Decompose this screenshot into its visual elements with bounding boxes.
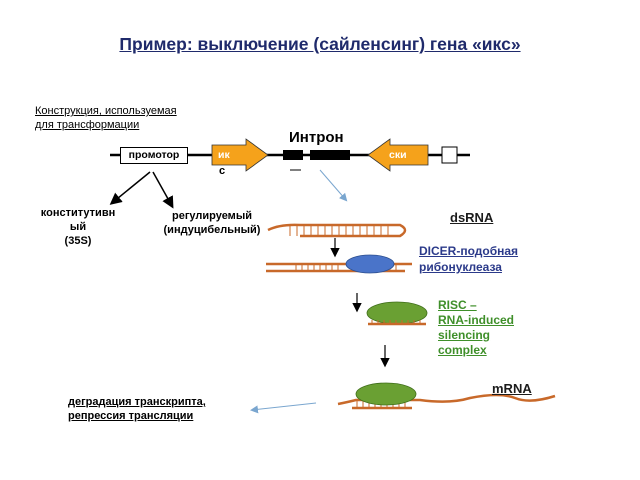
degradation-label: деградация транскрипта, репрессия трансл…: [68, 395, 206, 423]
mrna-label: mRNA: [492, 381, 532, 396]
construct-label: Конструкция, используемая для трансформа…: [35, 104, 177, 132]
gene-left-label-tail: с: [219, 165, 226, 177]
gene-left-label: ик: [218, 149, 230, 161]
pointer-to-degradation: [250, 402, 317, 414]
dsrna-molecule: [267, 223, 407, 238]
intron-label: Интрон: [289, 129, 344, 146]
risc-line1: RISC –: [438, 298, 477, 312]
gene-arrow-right: [211, 138, 269, 172]
dicer-line1: DICER-подобная: [419, 244, 519, 258]
regulated-promoter-label: регулируемый (индуцибельный): [153, 209, 271, 237]
constitutive-line3: (35S): [64, 235, 92, 247]
risc-line4: complex: [438, 343, 487, 357]
risc-line3: silencing: [438, 328, 491, 342]
regulated-line2: (индуцибельный): [163, 224, 261, 236]
promoter-box: промотор: [120, 147, 188, 164]
page-title: Пример: выключение (сайленсинг) гена «ик…: [119, 34, 521, 54]
gene-right-label: ски: [389, 149, 407, 161]
dsrna-label: dsRNA: [450, 210, 494, 225]
constitutive-line2: ый: [69, 221, 87, 233]
risc-on-mrna: [355, 382, 417, 406]
risc-line2: RNA-induced: [438, 313, 514, 327]
risc-label: RISC – RNA-induced silencing complex: [438, 298, 514, 358]
risc-complex: [366, 301, 428, 326]
construct-label-line1: Конструкция, используемая: [35, 105, 177, 117]
constitutive-line1: конститутивн: [40, 207, 116, 219]
regulated-line1: регулируемый: [172, 210, 252, 222]
gene-arrow-left: [367, 138, 429, 172]
intron-block-1: [283, 150, 303, 160]
branch-arrow-constitutive: [109, 171, 151, 205]
dicer-step-molecule: [266, 254, 412, 274]
branch-arrow-regulated: [152, 171, 174, 209]
constitutive-promoter-label: конститутивн ый (35S): [33, 206, 123, 248]
dicer-enzyme: [345, 254, 395, 274]
intron-block-2: [310, 150, 350, 160]
pointer-intron-to-dsrna: [319, 169, 348, 202]
degradation-line1: деградация транскрипта,: [68, 396, 206, 408]
degradation-line2: репрессия трансляции: [68, 410, 194, 422]
dicer-line2: рибонуклеаза: [419, 260, 502, 274]
terminator-box: [441, 146, 458, 164]
dicer-label: DICER-подобная рибонуклеаза: [419, 243, 518, 275]
construct-label-line2: для трансформации: [35, 119, 140, 131]
risc-protein: [366, 301, 428, 325]
mrna-molecule: [337, 382, 556, 410]
